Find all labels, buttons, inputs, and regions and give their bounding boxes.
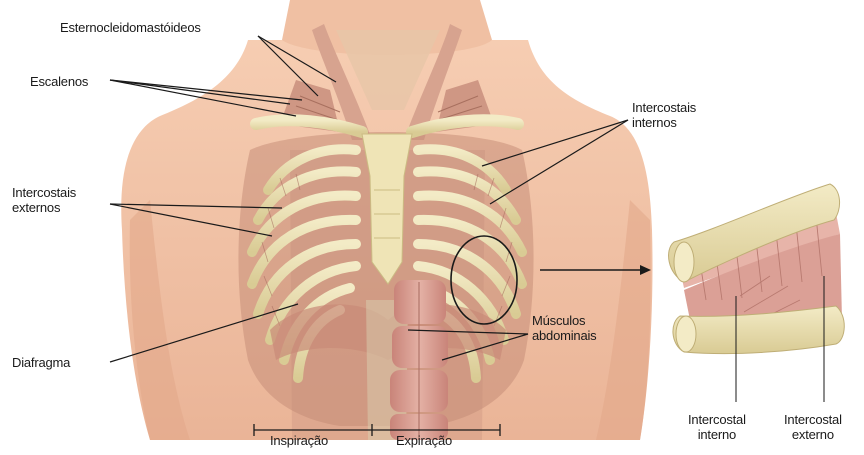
label-expiration: Expiração [396,433,452,448]
intercostal-detail [669,184,845,402]
label-inspiration: Inspiração [270,433,328,448]
abdominal-muscle [390,280,448,440]
label-detail-external-line1: Intercostal [784,412,842,427]
label-detail-internal-line2: interno [688,427,746,442]
label-abdominal-muscles-line2: abdominais [532,328,597,343]
label-detail-internal-line1: Intercostal [688,412,746,427]
label-external-intercostals: Intercostais externos [12,185,76,215]
label-scalenes: Escalenos [30,74,88,89]
label-internal-intercostals-line1: Intercostais [632,100,696,115]
label-detail-internal: Intercostal interno [688,412,746,442]
label-diaphragm: Diafragma [12,355,70,370]
rib-cage [238,120,533,440]
label-detail-external: Intercostal externo [784,412,842,442]
label-external-intercostals-line2: externos [12,200,76,215]
label-abdominal-muscles-line1: Músculos [532,313,597,328]
label-external-intercostals-line1: Intercostais [12,185,76,200]
label-sternocleidomastoid: Esternocleidomastóideos [60,20,201,35]
label-internal-intercostals: Intercostais internos [632,100,696,130]
label-internal-intercostals-line2: internos [632,115,696,130]
label-abdominal-muscles: Músculos abdominais [532,313,597,343]
label-detail-external-line2: externo [784,427,842,442]
